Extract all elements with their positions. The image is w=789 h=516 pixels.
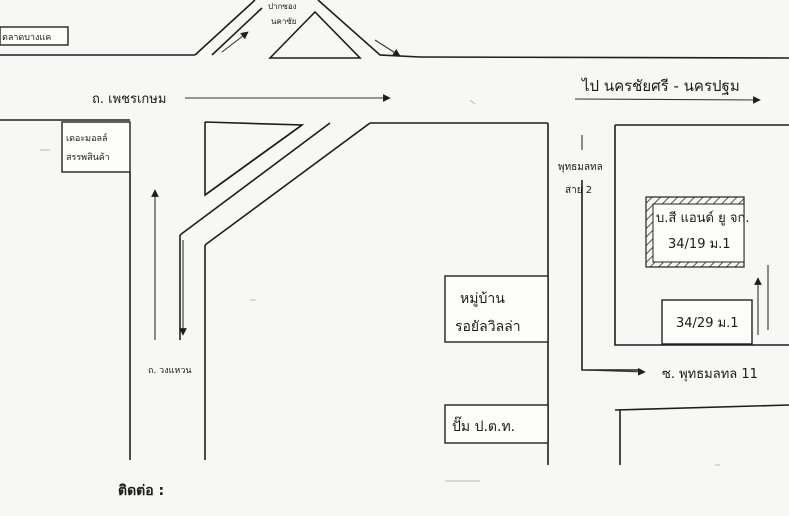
label-mall-1: เดอะมอลล์ [66,132,108,144]
village-box [444,275,549,343]
label-mall-2: สรรพสินค้า [66,152,110,163]
market-box [0,26,69,46]
scan-marks [40,99,720,482]
label-gas: ปั๊ม ป.ต.ท. [452,416,515,435]
label-phuttha-2: สาย 2 [565,185,592,196]
label-road-wongwaen: ถ. วงแหวน [148,366,192,376]
company-box [645,196,745,268]
label-village-1: หมู่บ้าน [460,291,505,307]
label-market: ตลาดบางแค [2,33,51,43]
label-road-main: ถ. เพชรเกษม [92,92,166,107]
label-phuttha-1: พุทธมลทล [558,162,603,173]
intersection-roads [194,0,421,59]
label-intersection-1: ปากซอง [268,2,297,11]
label-company-no: 34/19 ม.1 [668,237,731,252]
mall-box [61,121,131,173]
road-petchkasem [0,54,789,126]
label-soi: ซ. พุทธมลทล 11 [662,367,758,382]
gas-station-box [444,404,549,444]
road-phutthamonthon-2 [547,123,789,465]
label-intersection-2: นคาซัย [271,17,296,26]
house-box [661,299,753,345]
direction-arrows [151,31,769,376]
label-village-2: รอยัลวิลล่า [455,319,521,335]
label-house-no: 34/29 ม.1 [676,316,739,331]
label-company: บ.สี แอนด์ ยู จก. [656,210,749,226]
road-wongwaen [129,121,371,460]
label-contact: ติดต่อ : [118,483,164,499]
label-direction: ไป นครชัยศรี - นครปฐม [581,77,740,95]
